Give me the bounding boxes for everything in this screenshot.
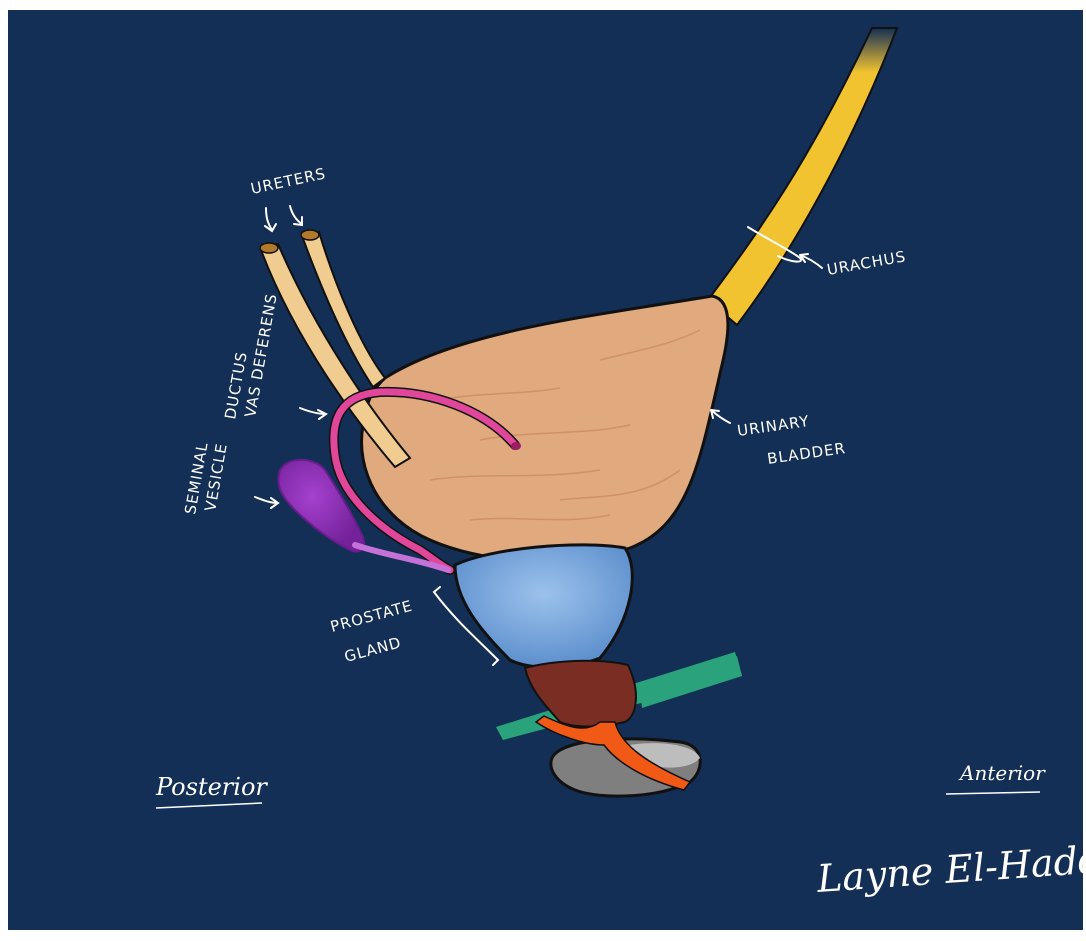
label-anterior: Anterior — [958, 761, 1046, 785]
ductus-deferens-end — [511, 442, 521, 450]
ureter-left-opening — [260, 243, 278, 253]
label-posterior: Posterior — [155, 773, 268, 801]
ureter-right-opening — [301, 230, 319, 240]
